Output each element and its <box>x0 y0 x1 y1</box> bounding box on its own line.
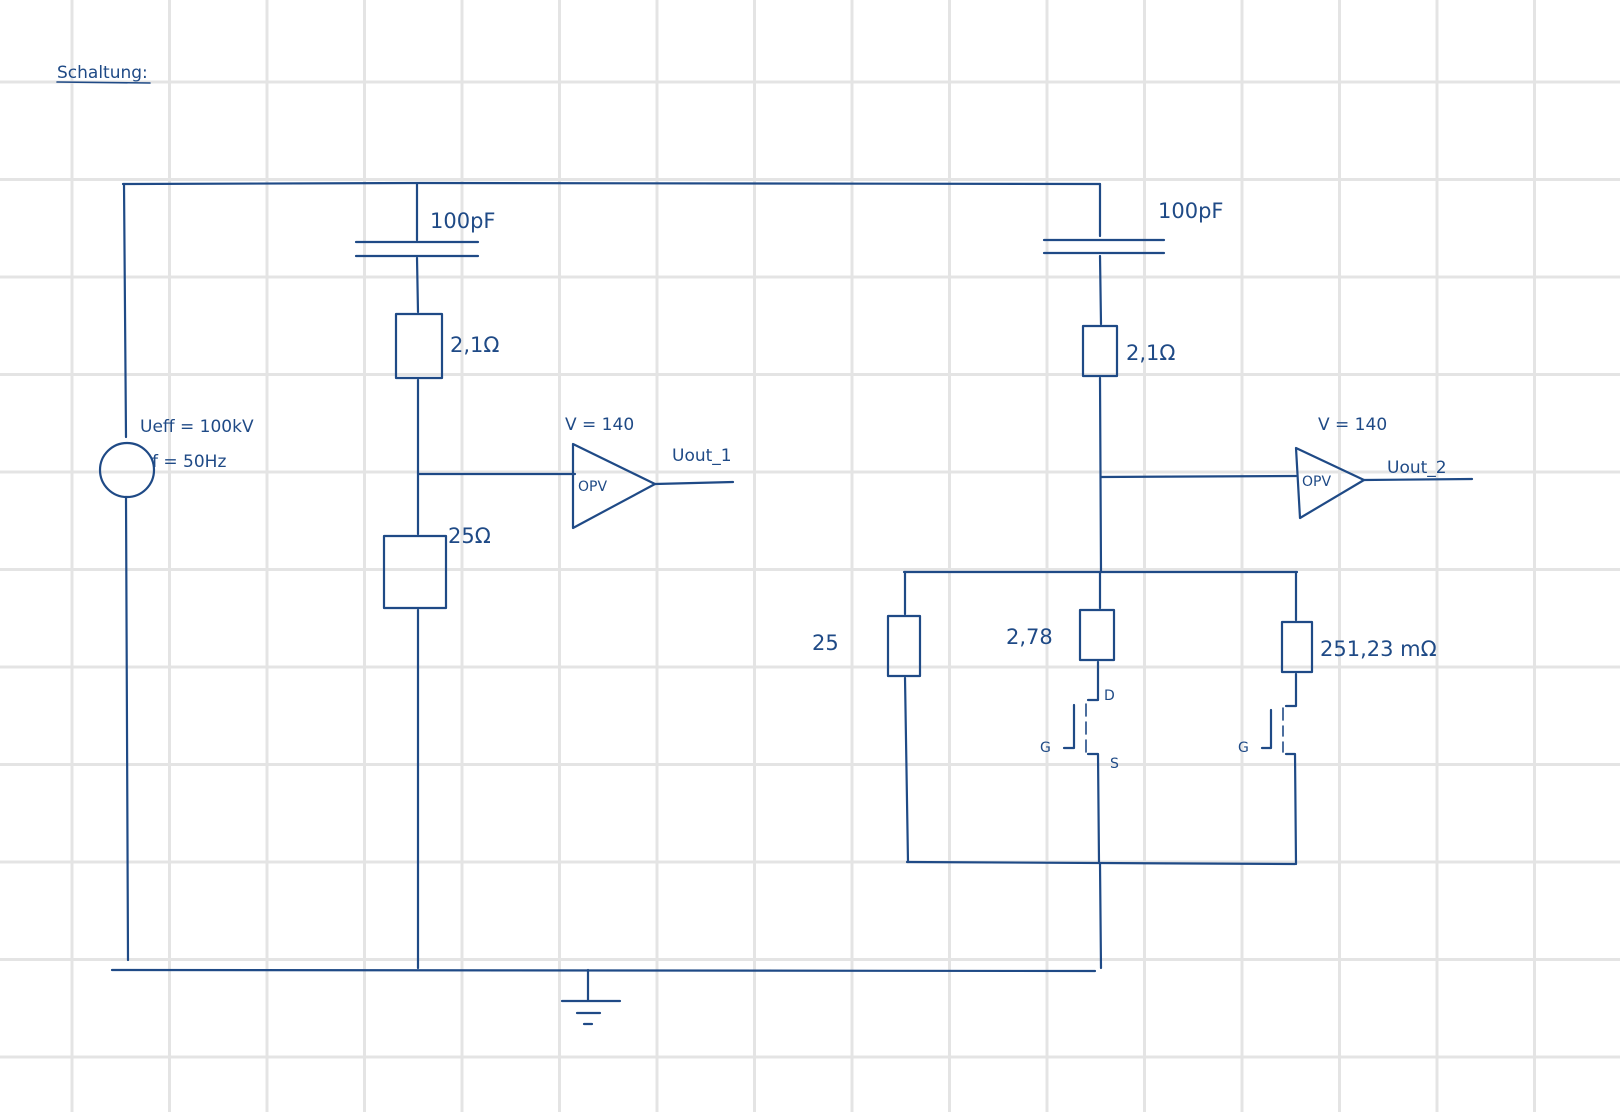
left-output-label: Uout_1 <box>672 446 732 466</box>
right-capacitor-label: 100pF <box>1158 199 1224 223</box>
left-opamp-output <box>653 480 735 486</box>
network-resistor-mid <box>1078 608 1116 662</box>
right-output-label: Uout_2 <box>1387 458 1447 478</box>
mosfet-1-gate-label: G <box>1040 740 1051 756</box>
left-opamp <box>571 442 657 530</box>
source-frequency-label: f = 50Hz <box>152 452 226 472</box>
network-bottom-bus <box>905 860 1297 866</box>
right-opamp-output <box>1362 477 1474 482</box>
right-opamp <box>1294 446 1366 520</box>
network-resistor-left-label: 25 <box>812 631 839 655</box>
left-resistor-top-label: 2,1Ω <box>450 333 499 357</box>
source-wire-top <box>122 182 128 439</box>
mosfet-2-gate-label: G <box>1238 740 1249 756</box>
sheet-title: Schaltung: <box>57 63 148 83</box>
ground-symbol <box>560 968 622 1026</box>
left-resistor-bottom <box>382 534 448 610</box>
network-resistor-right-label: 251,23 mΩ <box>1320 637 1437 661</box>
title-underline <box>56 81 151 84</box>
source-voltage-label: Ueff = 100kV <box>140 417 254 437</box>
right-tap-wire <box>1099 474 1298 479</box>
right-resistor-top <box>1081 324 1119 378</box>
right-resistor-top-label: 2,1Ω <box>1126 341 1175 365</box>
right-opamp-label: OPV <box>1302 474 1331 490</box>
right-capacitor <box>1042 182 1166 326</box>
mosfet-1-drain-label: D <box>1104 688 1115 704</box>
left-capacitor-label: 100pF <box>430 209 496 233</box>
network-resistor-mid-label: 2,78 <box>1006 625 1053 649</box>
left-opamp-label: OPV <box>578 479 607 495</box>
mosfet-1 <box>1062 660 1101 864</box>
network-to-ground <box>1098 862 1103 970</box>
mosfet-1-source-label: S <box>1110 756 1119 772</box>
ground-rail <box>110 968 1097 973</box>
ac-source-symbol <box>98 441 156 499</box>
left-capacitor <box>354 182 480 314</box>
network-resistor-left <box>886 614 922 678</box>
network-resistor-right <box>1280 620 1314 674</box>
left-opamp-gain: V = 140 <box>565 415 634 435</box>
right-opamp-gain: V = 140 <box>1318 415 1387 435</box>
left-resistor-top <box>394 312 444 380</box>
network-left-wire-bottom <box>903 676 910 864</box>
mosfet-2 <box>1260 672 1298 866</box>
left-resistor-bottom-label: 25Ω <box>448 524 491 548</box>
source-wire-bottom <box>124 495 130 962</box>
top-rail <box>121 181 1102 186</box>
right-wire-mid <box>1098 376 1103 574</box>
